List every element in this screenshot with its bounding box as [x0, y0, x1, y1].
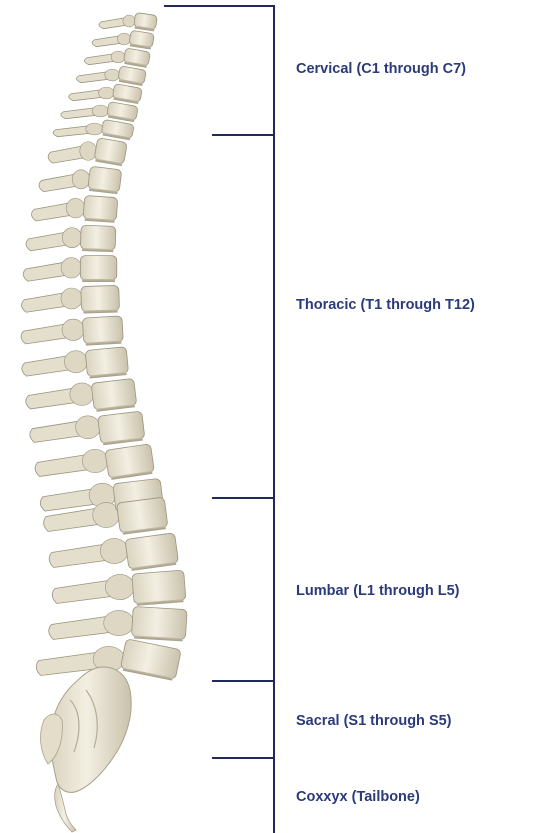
thoracic-facet-4 — [62, 228, 81, 248]
coccyx-label: Coxxyx (Tailbone) — [296, 790, 420, 805]
thoracic-facet-5 — [61, 258, 81, 278]
lumbar-facet-3 — [105, 574, 134, 599]
thoracic-process-7 — [21, 323, 69, 343]
lumbar-facet-2 — [100, 538, 128, 563]
thoracic-process-3 — [31, 202, 72, 221]
cervical-label: Cervical (C1 through C7) — [296, 62, 466, 77]
thoracic-process-5 — [23, 262, 67, 282]
cervical-facet-1 — [123, 15, 135, 27]
thoracic-facet-11 — [82, 449, 108, 473]
thoracic-process-11 — [35, 454, 90, 476]
thoracic-vertebra-3 — [83, 195, 118, 220]
spine-bones-icon — [21, 12, 187, 832]
cervical-process-6 — [61, 108, 97, 119]
thoracic-process-8 — [22, 355, 72, 376]
cervical-facet-5 — [98, 87, 114, 99]
thoracic-disc-5 — [82, 279, 115, 282]
thoracic-facet-6 — [61, 288, 82, 309]
thoracic-facet-1 — [80, 142, 97, 160]
cervical-process-3 — [84, 54, 115, 65]
thoracic-vertebra-7 — [82, 316, 123, 344]
thoracic-process-4 — [26, 232, 69, 251]
cervical-facet-7 — [86, 123, 103, 135]
cervical-facet-2 — [117, 33, 130, 45]
thoracic-process-6 — [22, 292, 68, 312]
thoracic-process-10 — [30, 420, 84, 442]
cervical-facet-4 — [105, 69, 120, 81]
cervical-facet-6 — [92, 105, 109, 117]
cervical-process-5 — [69, 90, 104, 101]
thoracic-process-1 — [48, 146, 85, 164]
thoracic-process-12 — [40, 488, 97, 511]
thoracic-facet-2 — [72, 170, 90, 189]
thoracic-label: Thoracic (T1 through T12) — [296, 298, 475, 313]
lumbar-process-4 — [49, 616, 114, 640]
cervical-process-7 — [53, 126, 91, 137]
lumbar-facet-4 — [104, 610, 134, 635]
lumbar-vertebra-5 — [120, 639, 181, 680]
thoracic-vertebra-6 — [81, 285, 120, 311]
lumbar-process-3 — [52, 580, 114, 604]
thoracic-facet-10 — [75, 416, 100, 439]
cervical-facet-3 — [111, 51, 125, 63]
cervical-process-4 — [77, 72, 110, 83]
cervical-process-2 — [92, 36, 122, 47]
lumbar-vertebra-3 — [132, 570, 186, 604]
lumbar-process-1 — [44, 508, 102, 532]
thoracic-vertebra-5 — [80, 256, 116, 280]
thoracic-process-2 — [39, 174, 78, 192]
lumbar-label: Lumbar (L1 through L5) — [296, 584, 460, 599]
thoracic-vertebra-4 — [80, 225, 116, 250]
region-bracket — [164, 5, 275, 833]
thoracic-vertebra-8 — [85, 347, 128, 377]
sacral-label: Sacral (S1 through S5) — [296, 714, 452, 729]
thoracic-facet-8 — [64, 351, 87, 373]
lumbar-vertebra-4 — [131, 606, 187, 639]
thoracic-facet-7 — [62, 319, 84, 341]
thoracic-facet-9 — [70, 383, 94, 406]
thoracic-process-9 — [26, 388, 78, 409]
lumbar-process-2 — [49, 544, 109, 568]
cervical-process-1 — [99, 18, 127, 29]
thoracic-facet-3 — [66, 198, 85, 217]
